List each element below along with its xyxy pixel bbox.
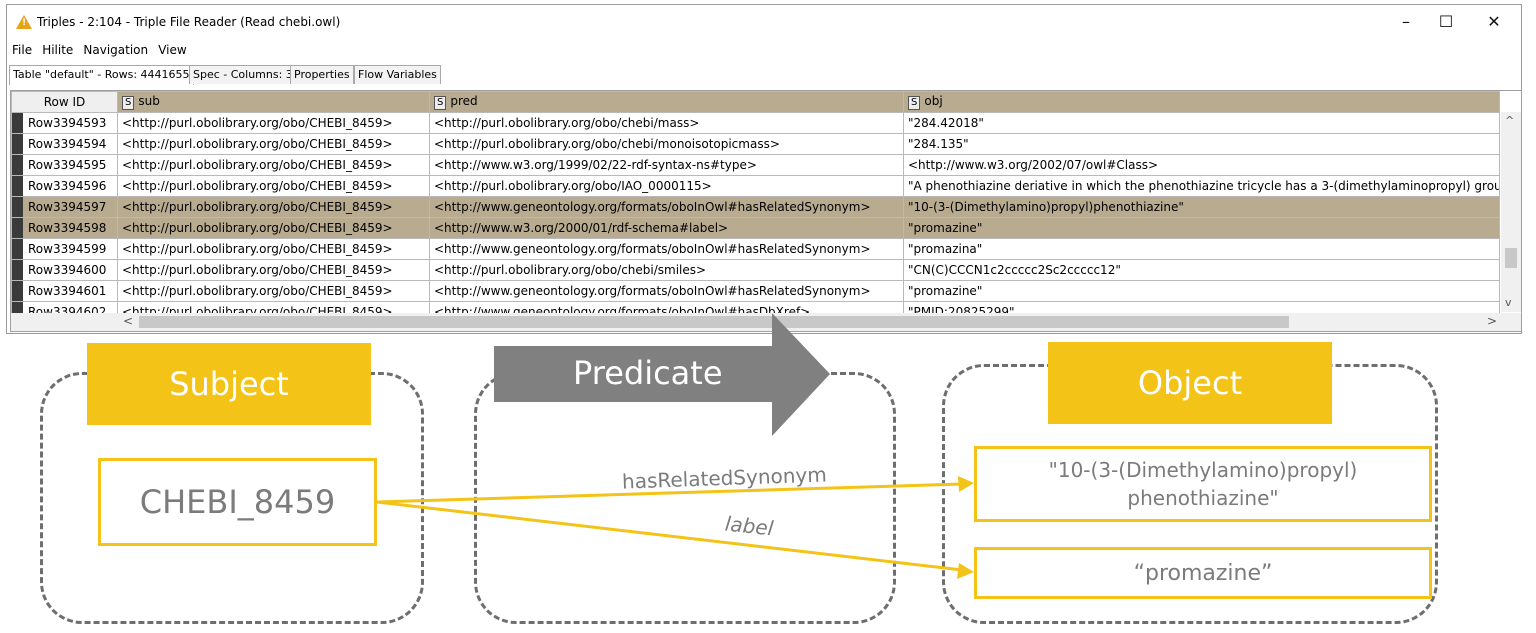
row-id-cell[interactable]: Row3394596 xyxy=(11,175,118,197)
edge-has-related-synonym-line xyxy=(376,482,963,504)
scroll-right-icon[interactable]: > xyxy=(1487,314,1498,328)
row-marker xyxy=(12,197,23,217)
header-pred-label: pred xyxy=(450,94,478,108)
row-id-text: Row3394597 xyxy=(28,200,107,214)
predicate-label: Predicate xyxy=(573,354,723,392)
pred-cell[interactable]: <http://www.geneontology.org/formats/obo… xyxy=(429,196,904,218)
scroll-left-icon[interactable]: < xyxy=(123,314,134,328)
sub-cell[interactable]: <http://purl.obolibrary.org/obo/CHEBI_84… xyxy=(117,217,430,239)
row-id-text: Row3394594 xyxy=(28,137,107,151)
string-type-icon: S xyxy=(908,96,921,110)
vertical-scrollbar[interactable]: ^ v xyxy=(1501,112,1521,312)
edge-1-arrowhead xyxy=(958,476,974,492)
sub-cell[interactable]: <http://purl.obolibrary.org/obo/CHEBI_84… xyxy=(117,154,430,176)
row-marker xyxy=(12,218,23,238)
row-id-cell[interactable]: Row3394599 xyxy=(11,238,118,260)
object-node-synonym-line1: "10-(3-(Dimethylamino)propyl) xyxy=(1048,458,1358,482)
object-label: Object xyxy=(1048,342,1332,424)
table-row[interactable]: Row3394596 <http://purl.obolibrary.org/ob… xyxy=(11,175,1500,197)
horizontal-scrollbar[interactable]: < > xyxy=(11,313,1521,331)
tab-properties[interactable]: Properties xyxy=(290,65,354,84)
window-title: Triples - 2:104 - Triple File Reader (Re… xyxy=(37,15,341,29)
string-type-icon: S xyxy=(434,96,447,110)
row-marker xyxy=(12,260,23,280)
close-button[interactable]: ✕ xyxy=(1487,12,1501,31)
row-id-text: Row3394595 xyxy=(28,158,107,172)
tab-table[interactable]: Table "default" - Rows: 4441655 xyxy=(9,65,194,85)
row-marker xyxy=(12,113,23,133)
header-row-id[interactable]: Row ID xyxy=(11,91,118,113)
row-id-text: Row3394593 xyxy=(28,116,107,130)
table-row[interactable]: Row3394597 <http://purl.obolibrary.org/ob… xyxy=(11,196,1500,218)
tab-spec[interactable]: Spec - Columns: 3 xyxy=(189,65,297,84)
object-node-label: “promazine” xyxy=(974,547,1432,599)
row-marker xyxy=(12,155,23,175)
pred-cell[interactable]: <http://www.w3.org/1999/02/22-rdf-syntax… xyxy=(429,154,904,176)
title-bar: ! Triples - 2:104 - Triple File Reader (… xyxy=(7,5,1521,39)
row-marker xyxy=(12,281,23,301)
pred-cell[interactable]: <http://www.geneontology.org/formats/obo… xyxy=(429,280,904,302)
sub-cell[interactable]: <http://purl.obolibrary.org/obo/CHEBI_84… xyxy=(117,280,430,302)
row-marker xyxy=(12,176,23,196)
object-node-synonym-line2: phenothiazine" xyxy=(1127,486,1279,510)
warning-mark: ! xyxy=(22,18,27,28)
row-id-text: Row3394601 xyxy=(28,284,107,298)
vertical-scroll-thumb[interactable] xyxy=(1505,248,1517,268)
header-sub-label: sub xyxy=(138,94,160,108)
edge-label-line xyxy=(376,500,963,572)
menu-navigation[interactable]: Navigation xyxy=(83,43,149,57)
subject-label: Subject xyxy=(87,343,371,425)
menu-file[interactable]: File xyxy=(12,43,33,57)
pred-cell[interactable]: <http://www.w3.org/2000/01/rdf-schema#la… xyxy=(429,217,904,239)
tab-flow-variables[interactable]: Flow Variables xyxy=(354,65,441,84)
row-id-cell[interactable]: Row3394593 xyxy=(11,112,118,134)
menu-view[interactable]: View xyxy=(158,43,187,57)
horizontal-scroll-thumb[interactable] xyxy=(139,316,1289,328)
sub-cell[interactable]: <http://purl.obolibrary.org/obo/CHEBI_84… xyxy=(117,196,430,218)
row-id-text: Row3394599 xyxy=(28,242,107,256)
row-marker xyxy=(12,239,23,259)
table-row[interactable]: Row3394594<http://purl.obolibrary.org/ob… xyxy=(11,133,1500,155)
warning-icon xyxy=(16,15,32,29)
obj-cell[interactable]: <http://www.w3.org/2002/07/owl#Class> xyxy=(903,154,1500,176)
row-id-text: Row3394596 xyxy=(28,179,107,193)
pred-cell[interactable]: <http://www.geneontology.org/formats/obo… xyxy=(429,238,904,260)
object-node-synonym: "10-(3-(Dimethylamino)propyl) phenothiaz… xyxy=(974,446,1432,522)
header-obj-label: obj xyxy=(924,94,943,108)
sub-cell[interactable]: <http://purl.obolibrary.org/obo/CHEBI_84… xyxy=(117,175,430,197)
predicate-arrow xyxy=(494,313,830,436)
edge-2-arrowhead xyxy=(957,563,974,579)
string-type-icon: S xyxy=(122,96,135,110)
table-row[interactable]: Row3394598 <http://purl.obolibrary.org/ob… xyxy=(11,217,1500,239)
edge-label-label: label xyxy=(723,511,775,541)
scroll-up-icon[interactable]: ^ xyxy=(1505,114,1515,127)
maximize-button[interactable]: ☐ xyxy=(1438,12,1454,31)
obj-cell[interactable]: "10-(3-(Dimethylamino)propyl)phenothiazi… xyxy=(903,196,1500,218)
row-id-text: Row3394600 xyxy=(28,263,107,277)
subject-node: CHEBI_8459 xyxy=(98,458,377,546)
row-marker xyxy=(12,134,23,154)
row-id-cell[interactable]: Row3394597 xyxy=(11,196,118,218)
row-id-cell[interactable]: Row3394594 xyxy=(11,133,118,155)
row-id-text: Row3394598 xyxy=(28,221,107,235)
triples-window: ! Triples - 2:104 - Triple File Reader (… xyxy=(6,4,1522,334)
scroll-down-icon[interactable]: v xyxy=(1505,296,1512,309)
minimize-button[interactable]: – xyxy=(1402,12,1410,31)
menu-bar: File Hilite Navigation View xyxy=(7,39,1521,59)
row-marker xyxy=(12,302,23,322)
menu-hilite[interactable]: Hilite xyxy=(42,43,74,57)
